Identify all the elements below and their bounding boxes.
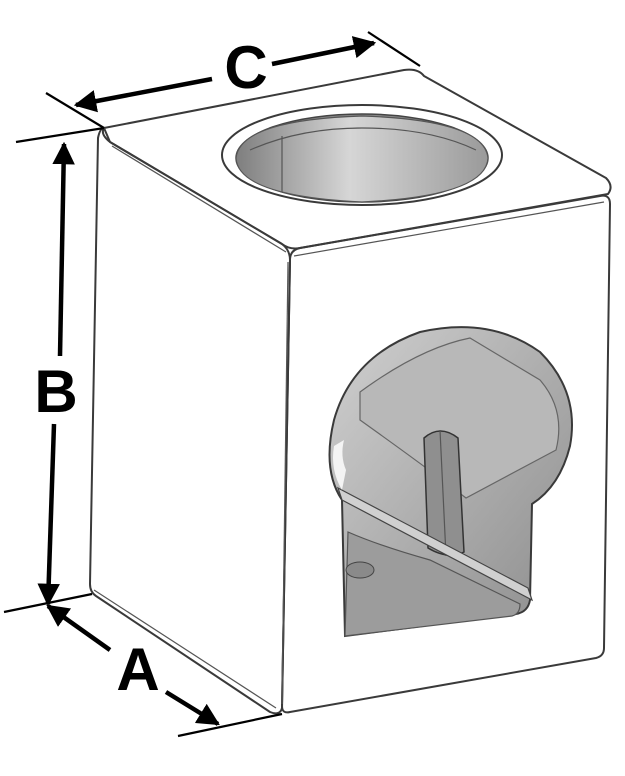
dimension-a: A	[46, 604, 283, 738]
cavity-back-wall	[359, 337, 560, 499]
dimension-label-a: A	[116, 636, 159, 703]
top-face	[101, 68, 612, 250]
top-bore	[221, 104, 503, 206]
dimension-line-a-bottom	[164, 690, 220, 726]
cavity-highlight	[333, 440, 346, 490]
extension-line-c-right	[367, 31, 421, 67]
extension-line-c-left	[45, 92, 105, 129]
dimension-line-b-bottom	[37, 423, 60, 607]
dimension-b: B	[3, 126, 105, 614]
dimension-c: C	[45, 31, 421, 129]
extension-line-a-bottom	[177, 712, 283, 738]
extension-line-b-top	[15, 126, 105, 144]
dimension-line-c-right	[271, 36, 377, 67]
vertical-bevel	[281, 261, 289, 705]
top-left-bevel	[111, 145, 287, 253]
cavity-floor	[344, 531, 521, 637]
side-cavity	[328, 326, 573, 638]
floor-hole	[345, 561, 375, 579]
dimension-label-c: C	[224, 34, 267, 101]
front-face	[281, 194, 611, 714]
bore-rim	[221, 104, 503, 206]
dimension-line-b-top	[52, 141, 75, 357]
dimension-line-a-top	[46, 604, 112, 652]
left-face	[89, 127, 291, 715]
dimension-label-b: B	[34, 358, 77, 425]
bore-wall	[235, 115, 489, 203]
block-body	[89, 68, 612, 715]
top-front-bevel	[293, 201, 605, 257]
slot-highlight	[439, 429, 447, 557]
floor-ledge	[336, 486, 534, 602]
dimension-line-c-left	[73, 76, 213, 113]
screw-slot	[423, 430, 465, 556]
bottom-left-bevel	[93, 589, 277, 709]
